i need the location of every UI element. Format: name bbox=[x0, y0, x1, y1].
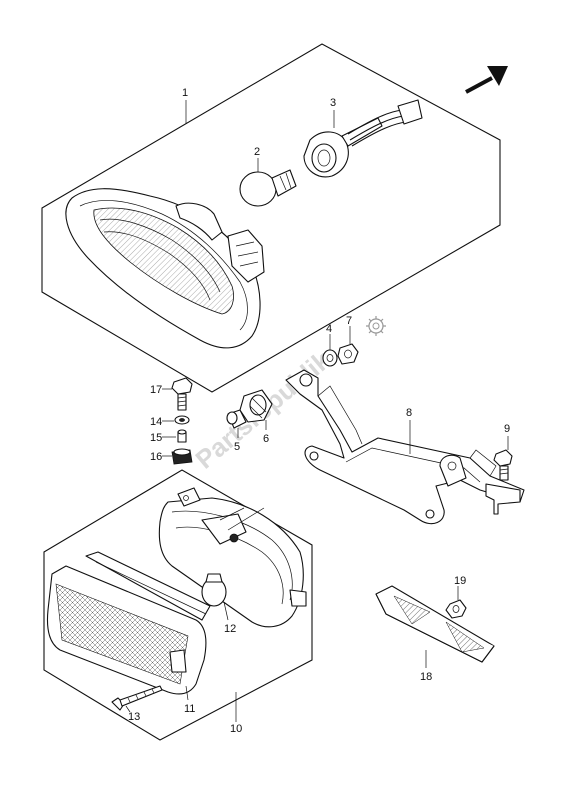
callout-18[interactable]: 18 bbox=[420, 671, 432, 683]
lower-lamp-group: 12 11 13 10 bbox=[43, 469, 313, 741]
callout-11[interactable]: 11 bbox=[184, 703, 195, 715]
license-lamp-housing bbox=[158, 487, 307, 628]
bulb-lower: 12 bbox=[201, 573, 236, 635]
callout-4[interactable]: 4 bbox=[326, 323, 332, 335]
front-arrow-icon bbox=[465, 66, 508, 94]
callout-13[interactable]: 13 bbox=[128, 711, 140, 723]
grommet-6 bbox=[239, 389, 273, 423]
callout-16[interactable]: 16 bbox=[150, 451, 162, 463]
callout-15[interactable]: 15 bbox=[150, 432, 162, 444]
callout-8[interactable]: 8 bbox=[406, 407, 412, 419]
bolt-17 bbox=[171, 377, 193, 411]
callout-17[interactable]: 17 bbox=[150, 384, 162, 396]
callout-1[interactable]: 1 bbox=[182, 87, 188, 99]
callout-9[interactable]: 9 bbox=[504, 423, 510, 435]
callout-6[interactable]: 6 bbox=[263, 433, 269, 445]
gear-icon bbox=[366, 316, 386, 336]
lamp-bracket: 8 bbox=[285, 369, 525, 525]
screw-13: 13 bbox=[111, 685, 163, 723]
callout-10[interactable]: 10 bbox=[230, 723, 242, 735]
callout-19[interactable]: 19 bbox=[454, 575, 466, 587]
bolt-9: 9 bbox=[493, 423, 513, 481]
lower-lens: 11 bbox=[46, 551, 211, 715]
callout-3[interactable]: 3 bbox=[330, 97, 336, 109]
upper-group-frame bbox=[41, 43, 501, 393]
callout-12[interactable]: 12 bbox=[224, 623, 236, 635]
callout-5[interactable]: 5 bbox=[234, 441, 240, 453]
lower-group-frame bbox=[43, 469, 313, 741]
callout-2[interactable]: 2 bbox=[254, 146, 260, 158]
bulb-upper bbox=[239, 169, 297, 207]
washer-4 bbox=[322, 349, 338, 367]
callout-14[interactable]: 14 bbox=[150, 416, 162, 428]
nut-7 bbox=[337, 343, 359, 365]
callout-7[interactable]: 7 bbox=[346, 315, 352, 327]
fasteners-middle: 4 7 17 14 15 16 5 bbox=[150, 315, 359, 465]
upper-lamp-group: 1 2 3 bbox=[41, 43, 501, 393]
tail-lamp-housing bbox=[65, 188, 265, 349]
reflector-18: 18 bbox=[375, 585, 495, 683]
nut-19: 19 bbox=[445, 575, 467, 619]
bulb-socket bbox=[303, 99, 423, 178]
